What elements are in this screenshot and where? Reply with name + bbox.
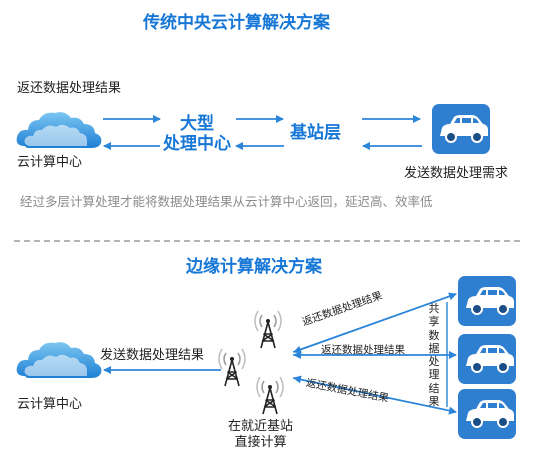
large-center-line2: 处理中心 (163, 134, 231, 154)
send-request-label: 发送数据处理需求 (404, 166, 509, 181)
car-icon (457, 275, 517, 327)
large-center-line1: 大型 (180, 114, 214, 134)
cell-tower-icon (256, 376, 284, 415)
traditional-title: 传统中央云计算解决方案 (143, 13, 330, 33)
cloud-icon (16, 342, 102, 378)
arrow-to-station (293, 375, 457, 413)
car-icon (431, 103, 491, 155)
shared-result-label: 共享数据处理结果 (428, 302, 440, 409)
cloud-icon (16, 112, 102, 148)
nearby-station-line1: 在就近基站 (228, 419, 294, 434)
nearby-station-label: 在就近基站 直接计算 (228, 419, 293, 451)
latency-note: 经过多层计算处理才能将数据处理结果从云计算中心返回，延迟高、效率低 (20, 194, 433, 209)
car-icon (457, 333, 517, 385)
cell-tower-icon (218, 348, 246, 387)
base-station-layer-label: 基站层 (290, 123, 341, 143)
edge-title: 边缘计算解决方案 (186, 257, 322, 277)
car-icon (457, 388, 517, 440)
return-result-label-middle: 返还数据处理结果 (321, 344, 405, 356)
nearby-station-line2: 直接计算 (234, 435, 287, 450)
return-result-label: 返还数据处理结果 (17, 81, 122, 96)
cell-tower-icon (254, 310, 282, 349)
cloud-center-label: 云计算中心 (17, 155, 83, 170)
large-center-label: 大型 处理中心 (154, 114, 240, 154)
arrow-to-station (293, 293, 457, 354)
cloud-center-label: 云计算中心 (17, 397, 83, 412)
send-result-label: 发送数据处理结果 (100, 348, 205, 363)
